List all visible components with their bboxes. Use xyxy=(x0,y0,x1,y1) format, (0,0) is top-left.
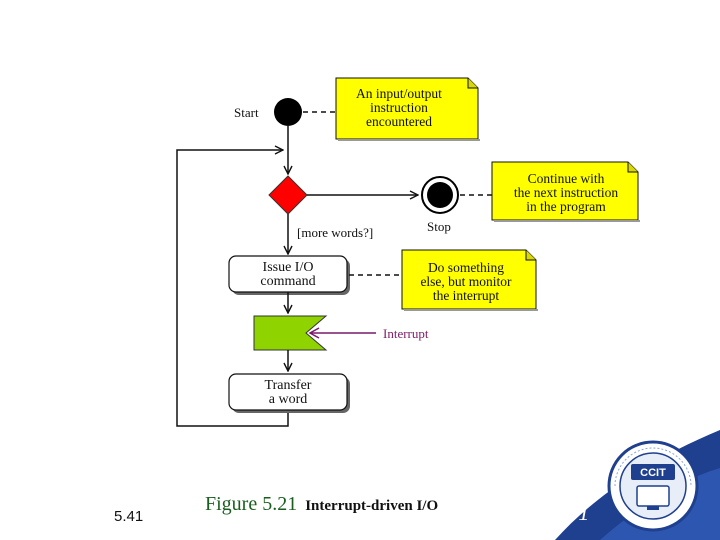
interrupt-event-shape xyxy=(253,315,328,351)
do-something-note: Do something else, but monitor the inter… xyxy=(401,249,538,311)
issue-box-line-1: Issue I/O xyxy=(263,260,314,275)
more-words-decision xyxy=(268,175,308,215)
io-note-line-3: encountered xyxy=(366,114,432,129)
figure-label: Figure 5.21 xyxy=(205,493,298,515)
io-instruction-note: An input/output instruction encountered xyxy=(335,77,480,141)
transfer-word-box: Transfer a word xyxy=(228,373,350,413)
loop-back-arrow xyxy=(176,150,289,427)
do-something-line-2: else, but monitor xyxy=(420,274,512,289)
continue-note-line-1: Continue with xyxy=(528,171,605,186)
issue-box-line-2: command xyxy=(260,274,315,289)
stop-label: Stop xyxy=(427,219,451,234)
start-label: Start xyxy=(234,105,259,120)
stop-node xyxy=(427,182,453,208)
figure-title: Interrupt-driven I/O xyxy=(305,498,439,514)
io-note-line-1: An input/output xyxy=(356,86,442,101)
college-seal-icon: CCIT xyxy=(607,440,699,532)
transfer-box-line-1: Transfer xyxy=(265,378,312,393)
transfer-box-line-2: a word xyxy=(269,392,308,407)
figure-caption: Figure 5.21 Interrupt-driven I/O xyxy=(205,493,438,516)
slide-number: 5.41 xyxy=(114,508,144,525)
course-code: CPIT xyxy=(522,509,553,524)
continue-note: Continue with the next instruction in th… xyxy=(491,161,640,222)
do-something-line-1: Do something xyxy=(428,260,504,275)
interrupt-label: Interrupt xyxy=(383,326,429,341)
continue-note-line-3: in the program xyxy=(526,199,606,214)
logo-acronym: CCIT xyxy=(640,467,666,479)
more-words-guard-label: [more words?] xyxy=(297,225,373,240)
start-node xyxy=(274,98,302,126)
issue-io-command-box: Issue I/O command xyxy=(228,255,350,295)
continue-note-line-2: the next instruction xyxy=(514,185,618,200)
do-something-line-3: the interrupt xyxy=(433,288,500,303)
io-note-line-2: instruction xyxy=(370,100,428,115)
course-number: 201 xyxy=(556,500,590,525)
